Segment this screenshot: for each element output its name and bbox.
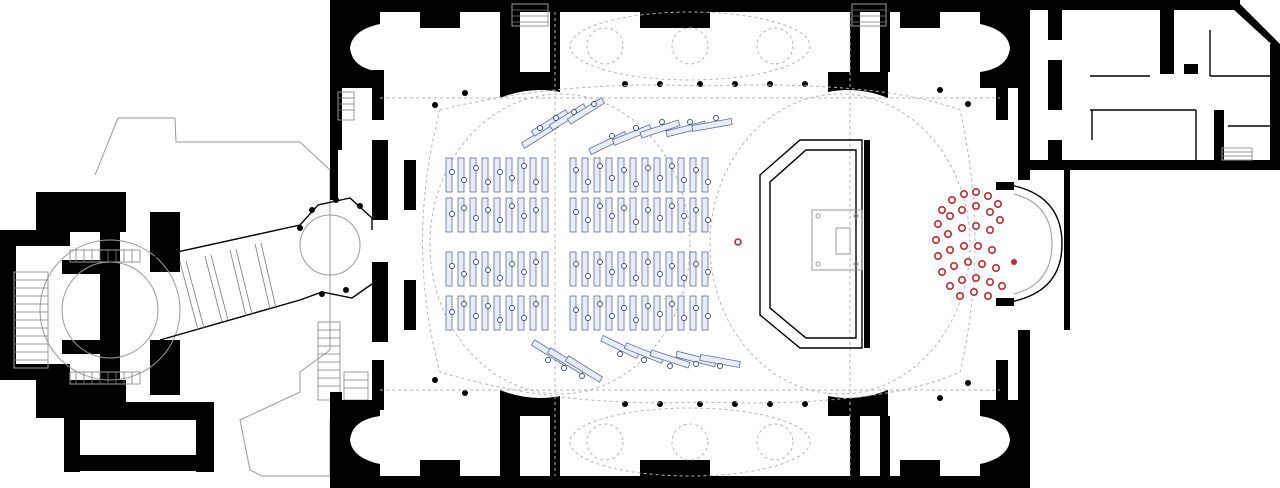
seat-block-lower-angled bbox=[530, 335, 741, 383]
colonnade-bridge bbox=[149, 150, 373, 401]
orchestra-apse bbox=[931, 182, 1063, 306]
seat-block-4 bbox=[569, 251, 711, 331]
orchestra-chairs bbox=[931, 188, 1017, 300]
service-rooms bbox=[1030, 0, 1280, 330]
main-hall bbox=[330, 0, 1030, 488]
corner-stair bbox=[337, 3, 887, 121]
seat-block-upper-angled bbox=[520, 97, 733, 155]
entrance-pavilion bbox=[0, 117, 331, 477]
seat-block-1 bbox=[445, 157, 549, 233]
seat-block-3 bbox=[445, 251, 549, 331]
service-stair bbox=[1221, 147, 1253, 161]
stage-platform bbox=[759, 139, 870, 349]
side-stair bbox=[317, 321, 369, 401]
conductor-marker bbox=[734, 238, 742, 246]
entrance-steps bbox=[13, 249, 141, 385]
bridge-steps bbox=[179, 242, 277, 331]
audience-seating bbox=[445, 97, 742, 383]
seat-block-2 bbox=[569, 157, 711, 233]
